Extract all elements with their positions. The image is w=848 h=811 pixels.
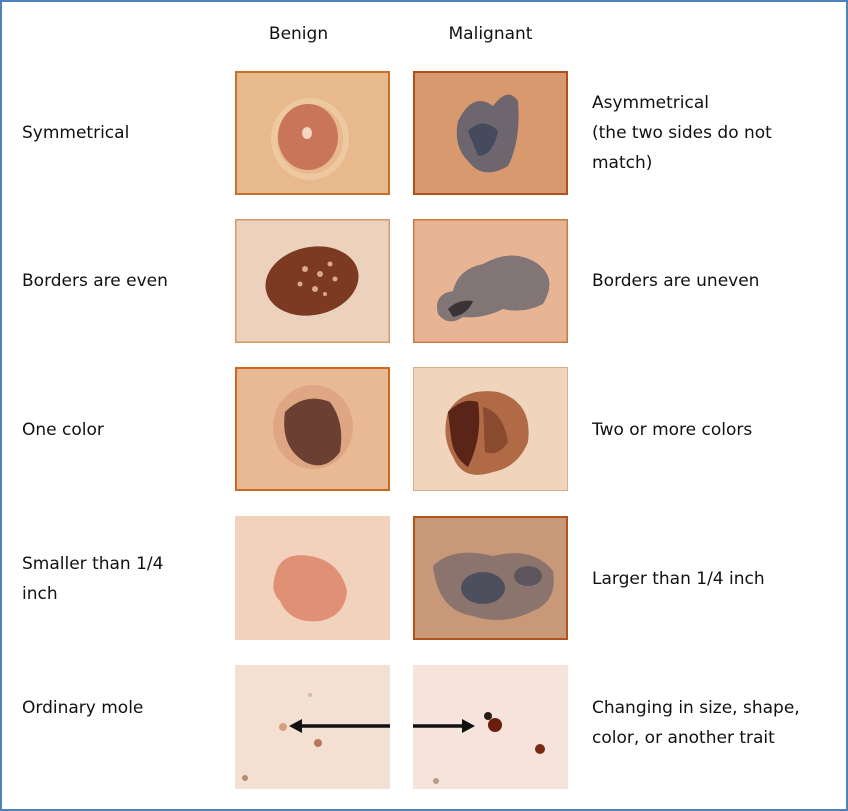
- label-line: Smaller than 1/4: [22, 554, 164, 574]
- label-line: match): [592, 153, 653, 173]
- row-2-malignant-label: Borders are uneven: [592, 271, 760, 291]
- row-1-malignant-label: Asymmetrical (the two sides do not match…: [592, 88, 772, 178]
- row-3-benign-label: One color: [22, 420, 104, 440]
- column-header-malignant: Malignant: [448, 24, 533, 44]
- large-melanoma-photo: [413, 516, 568, 640]
- row-3-malignant-label: Two or more colors: [592, 420, 753, 440]
- label-line: Changing in size, shape,: [592, 698, 800, 718]
- changing-mole-arrow-photo: [413, 665, 568, 789]
- row-4-malignant-label: Larger than 1/4 inch: [592, 569, 765, 589]
- label-line: (the two sides do not: [592, 123, 772, 143]
- one-color-mole-photo: [235, 367, 390, 491]
- row-5-malignant-label: Changing in size, shape, color, or anoth…: [592, 693, 800, 753]
- symmetrical-mole-photo: [235, 71, 390, 195]
- label-line: inch: [22, 584, 58, 604]
- even-border-mole-photo: [235, 219, 390, 343]
- row-4-benign-label: Smaller than 1/4 inch: [22, 549, 163, 609]
- asymmetrical-melanoma-photo: [413, 71, 568, 195]
- row-2-benign-label: Borders are even: [22, 271, 168, 291]
- uneven-border-melanoma-photo: [413, 219, 568, 343]
- label-line: Asymmetrical: [592, 93, 709, 113]
- row-1-benign-label: Symmetrical: [22, 123, 130, 143]
- row-5-benign-label: Ordinary mole: [22, 698, 144, 718]
- column-header-benign: Benign: [268, 24, 329, 44]
- multicolor-melanoma-photo: [413, 367, 568, 491]
- label-line: color, or another trait: [592, 728, 775, 748]
- ordinary-mole-arrow-photo: [235, 665, 390, 789]
- small-mole-photo: [235, 516, 390, 640]
